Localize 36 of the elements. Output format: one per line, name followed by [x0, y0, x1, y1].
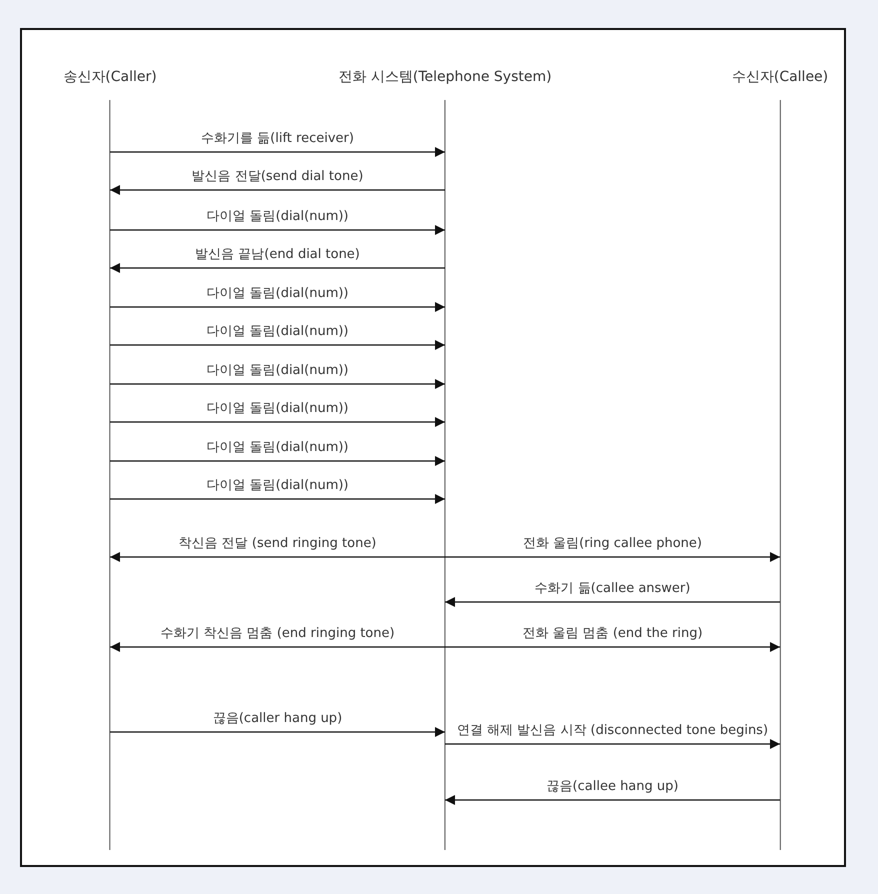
message-arrow	[110, 340, 445, 350]
message-arrow	[445, 552, 780, 562]
message-arrow	[110, 302, 445, 312]
message-arrow	[445, 795, 780, 805]
message-arrow	[110, 263, 445, 273]
message-arrow	[110, 494, 445, 504]
participant-label: 전화 시스템(Telephone System)	[338, 68, 552, 86]
message-label: 전화 울림(ring callee phone)	[521, 536, 704, 552]
message-arrow	[110, 727, 445, 737]
message-label: 다이얼 돌림(dial(num))	[204, 209, 350, 225]
message-label: 발신음 전달(send dial tone)	[190, 169, 366, 185]
message-arrow	[110, 185, 445, 195]
message-label: 착신음 전달 (send ringing tone)	[176, 536, 378, 552]
message-arrow	[445, 597, 780, 607]
message-arrow	[110, 147, 445, 157]
message-arrow	[445, 642, 780, 652]
message-label: 다이얼 돌림(dial(num))	[204, 363, 350, 379]
participant-label: 송신자(Caller)	[63, 68, 157, 86]
message-label: 다이얼 돌림(dial(num))	[204, 324, 350, 340]
message-arrow	[110, 417, 445, 427]
participant-label: 수신자(Callee)	[732, 68, 828, 86]
message-label: 다이얼 돌림(dial(num))	[204, 401, 350, 417]
message-label: 끊음(callee hang up)	[544, 779, 680, 795]
message-label: 끊음(caller hang up)	[210, 711, 344, 727]
message-label: 다이얼 돌림(dial(num))	[204, 440, 350, 456]
message-arrow	[445, 739, 780, 749]
message-arrow	[110, 642, 445, 652]
message-label: 다이얼 돌림(dial(num))	[204, 478, 350, 494]
message-arrow	[110, 379, 445, 389]
message-arrow	[110, 552, 445, 562]
message-label: 수화기 듦(callee answer)	[532, 581, 692, 597]
message-arrow	[110, 456, 445, 466]
message-label: 다이얼 돌림(dial(num))	[204, 286, 350, 302]
message-arrow	[110, 225, 445, 235]
message-label: 발신음 끝남(end dial tone)	[193, 247, 362, 263]
message-label: 수화기를 듦(lift receiver)	[199, 131, 356, 147]
